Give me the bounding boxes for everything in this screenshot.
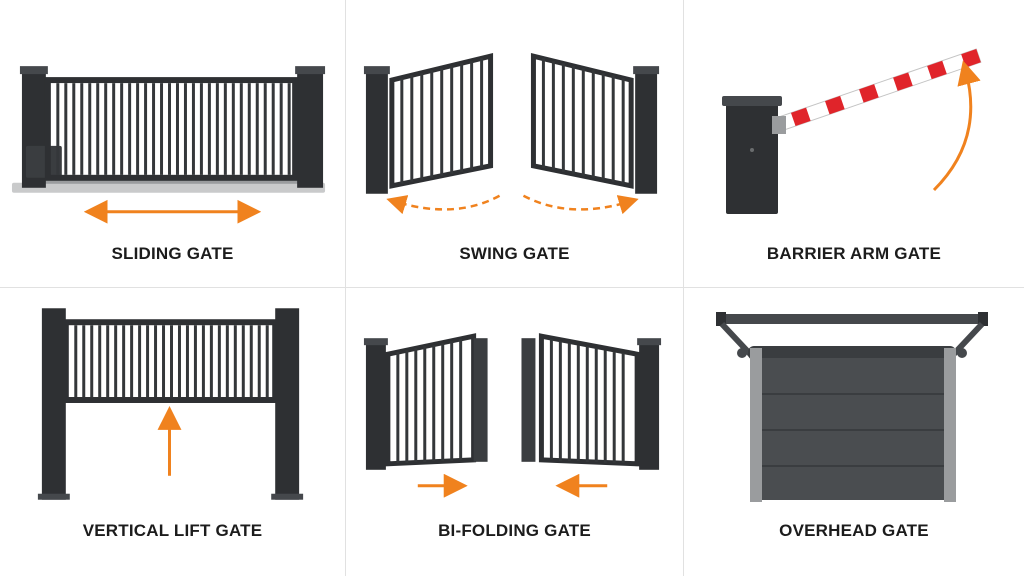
panel-label: BARRIER ARM GATE [766, 244, 942, 263]
panel-swing-gate: SWING GATE [346, 0, 684, 288]
panel-vertical-lift-gate: VERTICAL LIFT GATE [0, 288, 346, 576]
sliding-gate-bars [56, 83, 291, 175]
curved-arrow-icon [386, 194, 501, 215]
panel-label: OVERHEAD GATE [779, 521, 929, 540]
panel-barrier-arm-gate: BARRIER ARM GATE [684, 0, 1024, 288]
curved-arrow-icon [932, 60, 981, 192]
panel-label: VERTICAL LIFT GATE [82, 521, 263, 540]
swing-gate-illustration [363, 52, 660, 215]
barrier-arm [773, 48, 982, 133]
overhead-gate-illustration [716, 312, 988, 502]
bi-folding-gate-illustration [363, 333, 662, 498]
panel-label: SWING GATE [459, 244, 570, 263]
panel-label: SLIDING GATE [111, 244, 234, 263]
panel-label: BI-FOLDING GATE [438, 521, 591, 540]
curved-arrow-icon [522, 194, 639, 215]
panel-sliding-gate: SLIDING GATE [0, 0, 346, 288]
panel-bi-folding-gate: BI-FOLDING GATE [346, 288, 684, 576]
panel-overhead-gate: OVERHEAD GATE [684, 288, 1024, 576]
barrier-arm-gate-illustration [722, 48, 982, 214]
vertical-lift-gate-illustration [37, 308, 304, 500]
sliding-gate-illustration [11, 66, 326, 224]
